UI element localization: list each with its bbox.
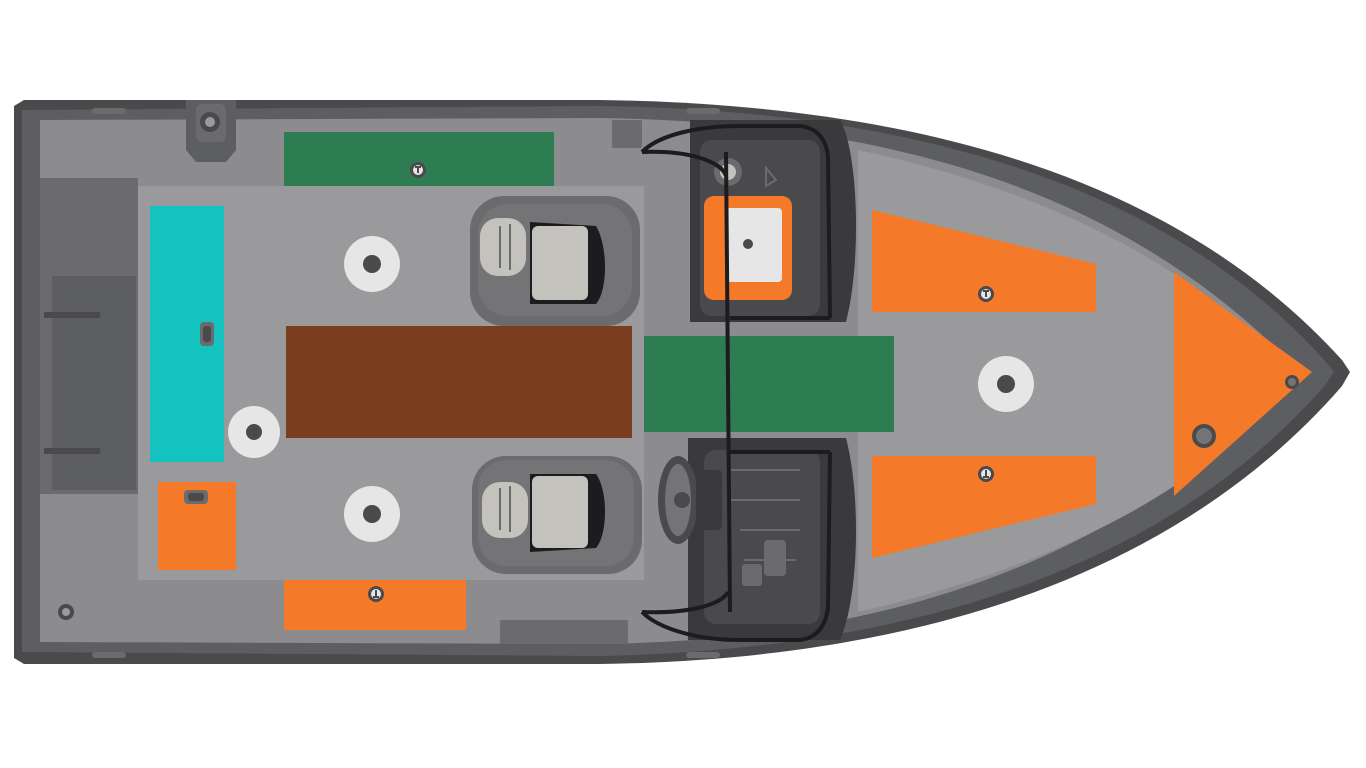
bow-rail-block — [612, 120, 642, 148]
rail-slot — [92, 652, 126, 658]
rail-slot — [686, 652, 720, 658]
transom-bracket-bottom — [44, 448, 100, 454]
center-floor[interactable] — [286, 326, 632, 438]
port-seat[interactable] — [470, 196, 640, 326]
bow-light-icon — [1285, 375, 1299, 389]
aft-starboard-pedestal[interactable] — [228, 406, 280, 458]
walkthrough-floor[interactable] — [644, 336, 894, 432]
rail-slot — [686, 108, 720, 114]
drain-plug-icon — [1192, 424, 1216, 448]
cleat-icon — [186, 100, 236, 162]
steering-wheel-icon[interactable] — [658, 456, 722, 544]
latch-icon[interactable] — [184, 490, 208, 504]
rail-slot — [92, 108, 126, 114]
latch-icon[interactable] — [368, 586, 384, 602]
transom-panel — [52, 276, 136, 490]
aft-port-pedestal[interactable] — [344, 236, 400, 292]
mid-starboard-pedestal[interactable] — [344, 486, 400, 542]
windshield-frame — [640, 124, 832, 642]
bow-port-storage[interactable] — [872, 210, 1096, 312]
transom-bracket-top — [44, 312, 100, 318]
latch-icon[interactable] — [410, 162, 426, 178]
bow-starboard-storage[interactable] — [872, 456, 1096, 558]
drain-plug-icon — [58, 604, 74, 620]
aft-step — [500, 620, 628, 644]
bow-pedestal[interactable] — [978, 356, 1034, 412]
latch-icon[interactable] — [978, 286, 994, 302]
latch-icon[interactable] — [978, 466, 994, 482]
latch-icon[interactable] — [200, 322, 214, 346]
starboard-seat[interactable] — [472, 456, 642, 574]
